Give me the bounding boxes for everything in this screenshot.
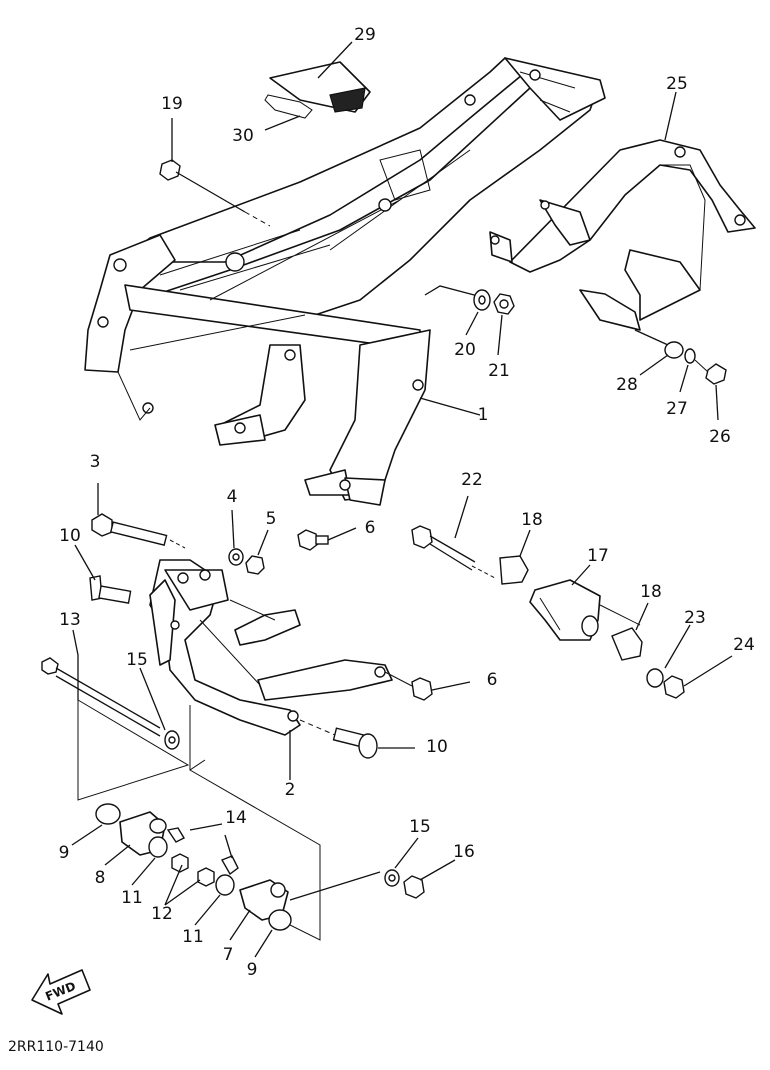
callout-10-right: 10: [426, 737, 448, 757]
callout-10-left: 10: [59, 526, 81, 546]
callout-24: 24: [733, 635, 755, 655]
callout-18-upper: 18: [521, 510, 543, 530]
callout-9-lower: 9: [247, 960, 258, 980]
lower-mount-assembly: [77, 699, 425, 941]
callout-17: 17: [587, 546, 609, 566]
callout-2: 2: [285, 780, 296, 800]
callout-13: 13: [59, 610, 81, 630]
callout-3: 3: [90, 452, 101, 472]
main-frame: [84, 57, 606, 506]
callout-15-lower: 15: [409, 817, 431, 837]
callout-20: 20: [454, 340, 476, 360]
callout-26: 26: [709, 427, 731, 447]
bolt-6-upper: [297, 527, 357, 551]
bolt-10-left: [89, 575, 132, 604]
bolt-19: [159, 159, 271, 227]
callout-27: 27: [666, 399, 688, 419]
callout-11-upper: 11: [121, 888, 143, 908]
callout-15-upper: 15: [126, 650, 148, 670]
callout-4: 4: [227, 487, 238, 507]
callout-21: 21: [488, 361, 510, 381]
callout-16: 16: [453, 842, 475, 862]
callout-14: 14: [225, 808, 247, 828]
battery-cover: [264, 61, 371, 119]
washer-15-upper: [164, 730, 180, 750]
bolt-6-lower: [384, 671, 471, 701]
callout-5: 5: [266, 509, 277, 529]
callout-18-lower: 18: [640, 582, 662, 602]
callout-22: 22: [461, 470, 483, 490]
washer-nut-4-5: [228, 548, 265, 575]
callout-29: 29: [354, 25, 376, 45]
bolt-3: [91, 513, 186, 549]
callout-7: 7: [223, 945, 234, 965]
callout-6-lower: 6: [487, 670, 498, 690]
callout-6-upper: 6: [365, 518, 376, 538]
callout-1: 1: [478, 405, 489, 425]
callout-30: 30: [232, 126, 254, 146]
callout-labels: 1 2 3 4 5 6 6 7 8 9 9 10 10 11 11 12 13 …: [59, 25, 755, 980]
leader-lines: [71, 41, 719, 958]
rear-subframe: [489, 139, 756, 331]
diagram-code: 2RR110-7140: [8, 1039, 104, 1055]
callout-23: 23: [684, 608, 706, 628]
fwd-arrow: FWD: [31, 969, 91, 1015]
bolt-13: [41, 657, 161, 737]
callout-11-lower: 11: [182, 927, 204, 947]
callout-12: 12: [151, 904, 173, 924]
fasteners-26-27-28: [634, 329, 727, 385]
callout-9-upper: 9: [59, 843, 70, 863]
callout-25: 25: [666, 74, 688, 94]
holder-assembly-17-18-22: [411, 525, 733, 699]
engine-mount-bracket: [149, 559, 393, 736]
washer-nut-20-21: [424, 285, 515, 315]
callout-28: 28: [616, 375, 638, 395]
callout-19: 19: [161, 94, 183, 114]
callout-8: 8: [95, 868, 106, 888]
bolt-10-right: [299, 719, 415, 759]
